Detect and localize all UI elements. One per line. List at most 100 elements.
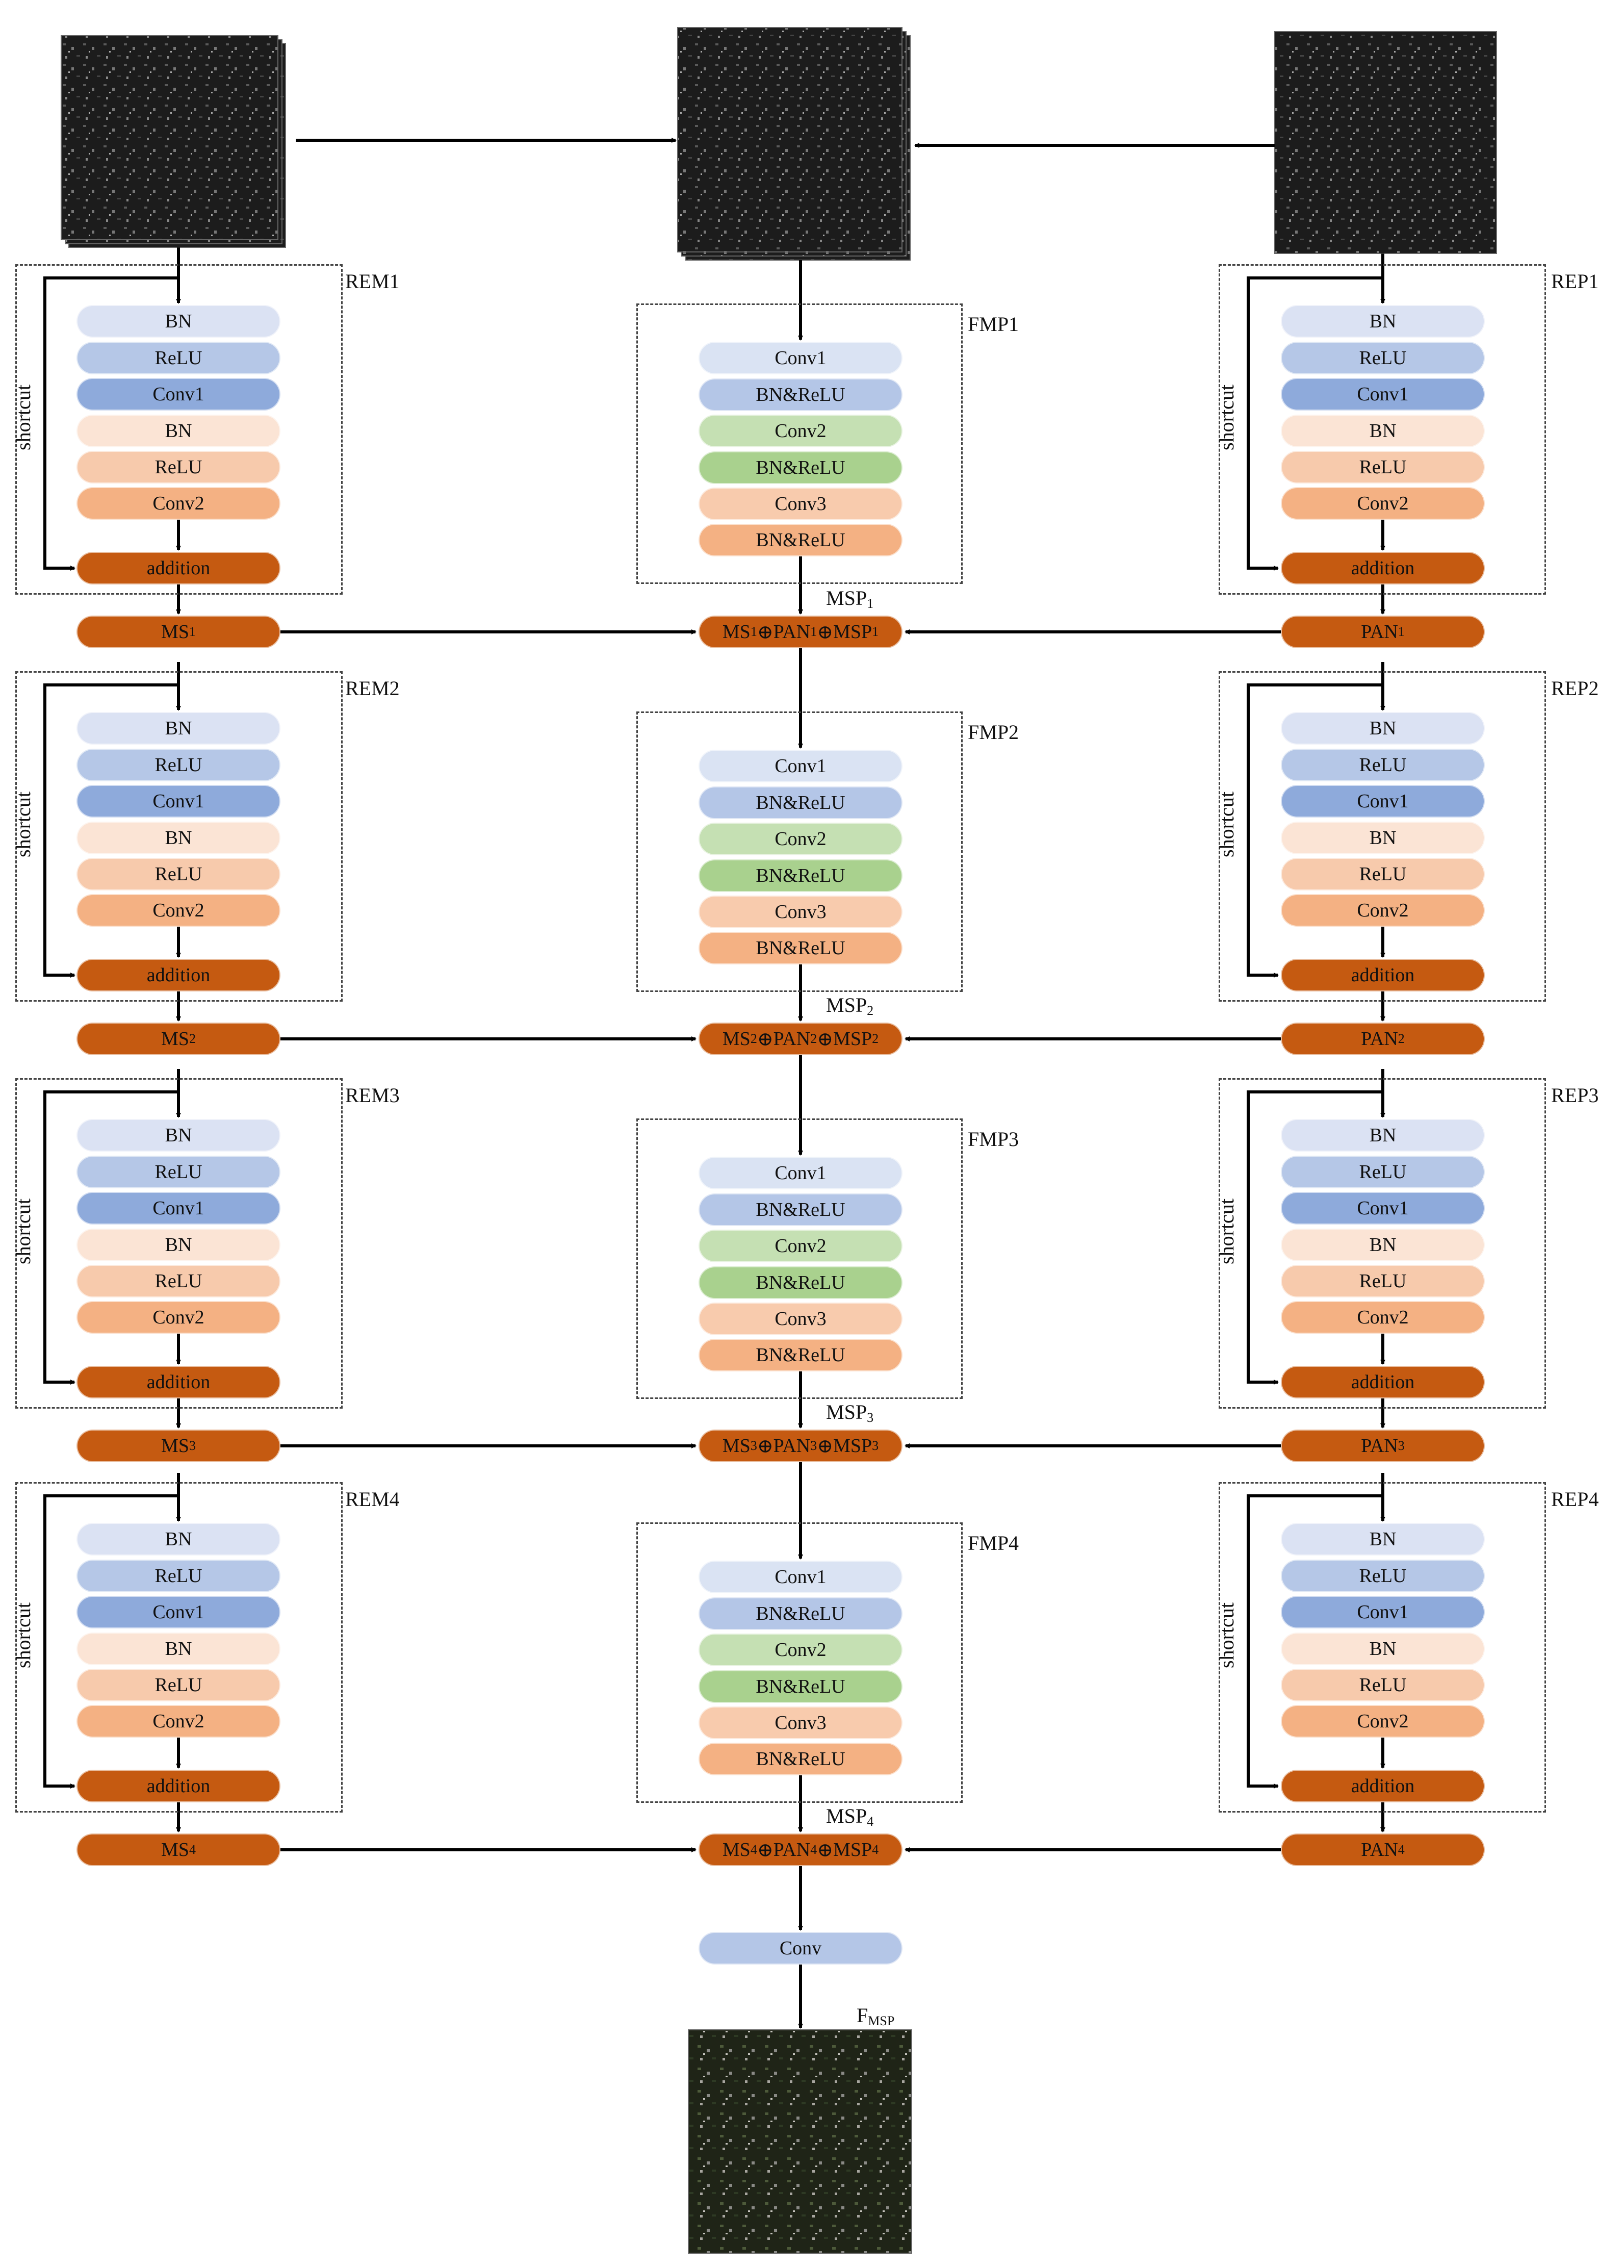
rem-layer-bn: BN bbox=[76, 305, 280, 338]
fmp-layer-conv2-label: Conv2 bbox=[775, 1235, 827, 1257]
fusion-term-subscript: 3 bbox=[872, 1438, 879, 1453]
fmp-layer-bn-relu-label: BN&ReLU bbox=[756, 1199, 845, 1220]
fmp-layer-conv1: Conv1 bbox=[699, 750, 903, 782]
rep-layer-relu: ReLU bbox=[1281, 858, 1485, 890]
fmp-layer-bn-relu-label: BN&ReLU bbox=[756, 529, 845, 551]
rep-layer-relu-label: ReLU bbox=[1359, 754, 1407, 776]
fusion-operator: ⊕ bbox=[757, 1028, 774, 1050]
rep-layer-relu: ReLU bbox=[1281, 1560, 1485, 1592]
rep-layer-conv1-label: Conv1 bbox=[1357, 384, 1409, 405]
fmp-layer-bn-relu: BN&ReLU bbox=[699, 1193, 903, 1226]
fmp-layer-conv3-label: Conv3 bbox=[775, 1712, 827, 1734]
rem-addition: addition bbox=[76, 552, 280, 584]
rep-layer-relu: ReLU bbox=[1281, 451, 1485, 483]
rep-layer-bn-label: BN bbox=[1369, 718, 1397, 739]
rep-shortcut-label: shortcut bbox=[1215, 1199, 1238, 1264]
ms-output-subscript: 2 bbox=[189, 1031, 196, 1046]
rem-layer-relu-label: ReLU bbox=[154, 456, 202, 478]
fmp-layer-conv1: Conv1 bbox=[699, 1561, 903, 1593]
rem-layer-relu-label: ReLU bbox=[154, 347, 202, 369]
fmp-layer-bn-relu: BN&ReLU bbox=[699, 378, 903, 411]
rep-layer-relu: ReLU bbox=[1281, 1669, 1485, 1701]
rem-addition-label: addition bbox=[146, 964, 211, 986]
rem-layer-conv2: Conv2 bbox=[76, 487, 280, 520]
rep-addition: addition bbox=[1281, 1770, 1485, 1802]
fmp-layer-bn-relu: BN&ReLU bbox=[699, 1670, 903, 1703]
fusion-operator: ⊕ bbox=[817, 1028, 834, 1050]
rem-layer-relu-label: ReLU bbox=[154, 1270, 202, 1292]
fmp-layer-conv2: Conv2 bbox=[699, 1634, 903, 1666]
rem-layer-bn-label: BN bbox=[165, 1638, 192, 1660]
fmp-module-box bbox=[636, 1118, 963, 1399]
rem-layer-bn-label: BN bbox=[165, 1125, 192, 1146]
fusion-term-subscript: 1 bbox=[750, 624, 757, 639]
rep-addition-label: addition bbox=[1351, 1371, 1415, 1393]
fusion-term-subscript: 2 bbox=[750, 1031, 757, 1046]
fusion-term: MS bbox=[722, 621, 751, 643]
rep-layer-relu: ReLU bbox=[1281, 1156, 1485, 1188]
rem-layer-relu-label: ReLU bbox=[154, 1161, 202, 1183]
fmp-layer-bn-relu: BN&ReLU bbox=[699, 786, 903, 819]
msp-label-subscript: 2 bbox=[867, 1003, 874, 1018]
output-label-text: F bbox=[857, 2004, 868, 2027]
final-conv: Conv bbox=[699, 1932, 903, 1965]
rem-layer-bn: BN bbox=[76, 712, 280, 745]
rep-addition: addition bbox=[1281, 552, 1485, 584]
rep-layer-conv2-label: Conv2 bbox=[1357, 493, 1409, 514]
rem-layer-bn-label: BN bbox=[165, 1234, 192, 1256]
rep-layer-relu-label: ReLU bbox=[1359, 347, 1407, 369]
rem-addition: addition bbox=[76, 959, 280, 991]
fusion-operator: ⊕ bbox=[757, 1839, 774, 1861]
ms-output-label: MS bbox=[161, 621, 189, 643]
rep-addition: addition bbox=[1281, 1366, 1485, 1398]
fmp-layer-conv1: Conv1 bbox=[699, 342, 903, 374]
rem-layer-bn-label: BN bbox=[165, 827, 192, 849]
fusion-term: MS bbox=[722, 1435, 751, 1457]
rem-layer-conv1-label: Conv1 bbox=[152, 1601, 204, 1623]
rep-layer-bn-label: BN bbox=[1369, 420, 1397, 442]
fusion-term-subscript: 4 bbox=[750, 1842, 757, 1857]
rem-layer-conv2-label: Conv2 bbox=[152, 493, 204, 514]
output-label: FMSP bbox=[857, 2003, 894, 2029]
ms-output-label: MS bbox=[161, 1839, 189, 1861]
fmp-layer-bn-relu-label: BN&ReLU bbox=[756, 1748, 845, 1770]
fusion-term: MS bbox=[722, 1839, 751, 1861]
rep-layer-bn: BN bbox=[1281, 305, 1485, 338]
rep-shortcut-label: shortcut bbox=[1215, 1602, 1238, 1668]
rem-layer-relu: ReLU bbox=[76, 858, 280, 890]
fmp-layer-conv2: Conv2 bbox=[699, 1230, 903, 1262]
rem-addition-label: addition bbox=[146, 1775, 211, 1797]
rep-layer-relu-label: ReLU bbox=[1359, 456, 1407, 478]
msp-label: MSP1 bbox=[826, 586, 873, 611]
fusion-term-subscript: 1 bbox=[872, 624, 879, 639]
rep-shortcut-arrow bbox=[1247, 1473, 1384, 1789]
fusion-term: MS bbox=[722, 1028, 751, 1050]
rem-module-box bbox=[15, 671, 343, 1002]
fmp-layer-conv3-label: Conv3 bbox=[775, 493, 827, 515]
msp-label-text: MSP bbox=[826, 1804, 867, 1827]
rem-layer-bn: BN bbox=[76, 1119, 280, 1152]
rep-layer-bn: BN bbox=[1281, 1633, 1485, 1665]
fmp-layer-bn-relu: BN&ReLU bbox=[699, 1339, 903, 1371]
rep-shortcut-arrow bbox=[1247, 662, 1384, 978]
rem-layer-relu-label: ReLU bbox=[154, 1565, 202, 1587]
rem-layer-bn: BN bbox=[76, 1229, 280, 1261]
pan-output-subscript: 2 bbox=[1398, 1031, 1405, 1046]
fusion-term: PAN bbox=[773, 1839, 811, 1861]
rem-layer-conv1: Conv1 bbox=[76, 378, 280, 411]
fusion-term-subscript: 2 bbox=[872, 1031, 879, 1046]
output-label-subscript: MSP bbox=[868, 2014, 895, 2028]
rem-layer-relu: ReLU bbox=[76, 1560, 280, 1592]
rem-layer-relu-label: ReLU bbox=[154, 754, 202, 776]
rem-layer-bn: BN bbox=[76, 1633, 280, 1665]
rem-layer-bn: BN bbox=[76, 1523, 280, 1556]
rem-shortcut-arrow bbox=[43, 662, 180, 978]
rep-shortcut-arrow bbox=[1247, 255, 1384, 571]
rem-layer-conv1: Conv1 bbox=[76, 785, 280, 818]
fmp-layer-conv2-label: Conv2 bbox=[775, 420, 827, 442]
